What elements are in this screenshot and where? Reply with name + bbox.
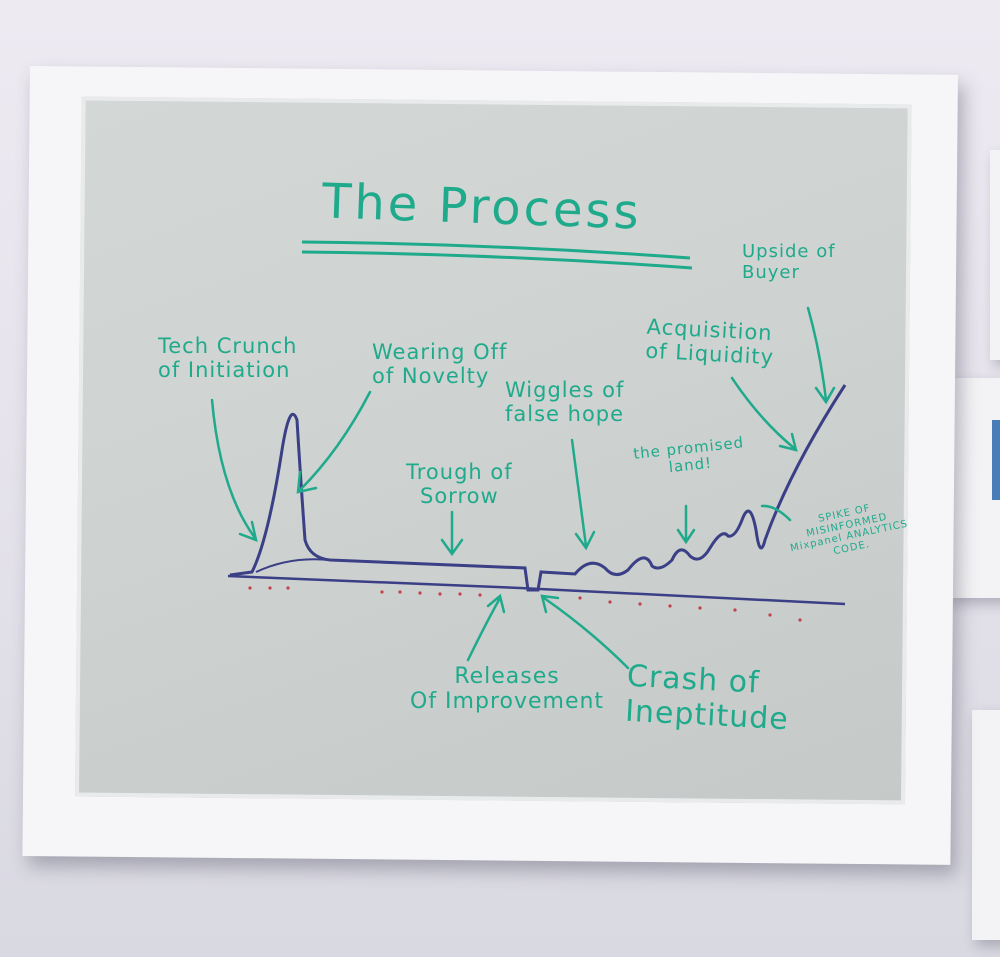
process-curve <box>229 384 847 592</box>
label-wearing-off: Wearing Off of Novelty <box>372 340 508 389</box>
board-title: The Process <box>321 173 643 241</box>
label-crash: Crash of Ineptitude <box>624 658 790 737</box>
arrow-releases <box>466 593 506 662</box>
label-releases: Releases Of Improvement <box>410 664 605 715</box>
arrow-upside <box>806 306 836 405</box>
release-line <box>255 558 331 573</box>
arrow-trough <box>440 510 464 557</box>
label-acquisition: Acquisition of Liquidity <box>644 314 775 370</box>
title-underline <box>301 240 691 260</box>
label-wiggles: Wiggles of false hope <box>505 378 625 427</box>
arrow-promised-land <box>676 504 696 545</box>
red-dots <box>248 586 802 622</box>
title-underline-2 <box>301 250 693 270</box>
label-tech-crunch: Tech Crunch of Initiation <box>158 334 298 383</box>
label-trough: Trough of Sorrow <box>406 460 513 509</box>
side-picture-frame-far-right <box>990 150 1000 360</box>
arrow-acquisition <box>730 376 798 452</box>
arrow-wearing-off <box>296 390 372 494</box>
side-picture-frame-top <box>948 378 1000 598</box>
side-picture-photo <box>992 420 1000 500</box>
arrow-spike <box>760 504 792 522</box>
arrow-crash <box>540 594 630 670</box>
arrow-wiggles <box>570 438 596 551</box>
baseline <box>227 574 846 606</box>
label-upside: Upside of Buyer <box>742 241 836 283</box>
arrow-tech-crunch <box>210 398 258 542</box>
side-picture-frame-bottom <box>972 710 1000 940</box>
